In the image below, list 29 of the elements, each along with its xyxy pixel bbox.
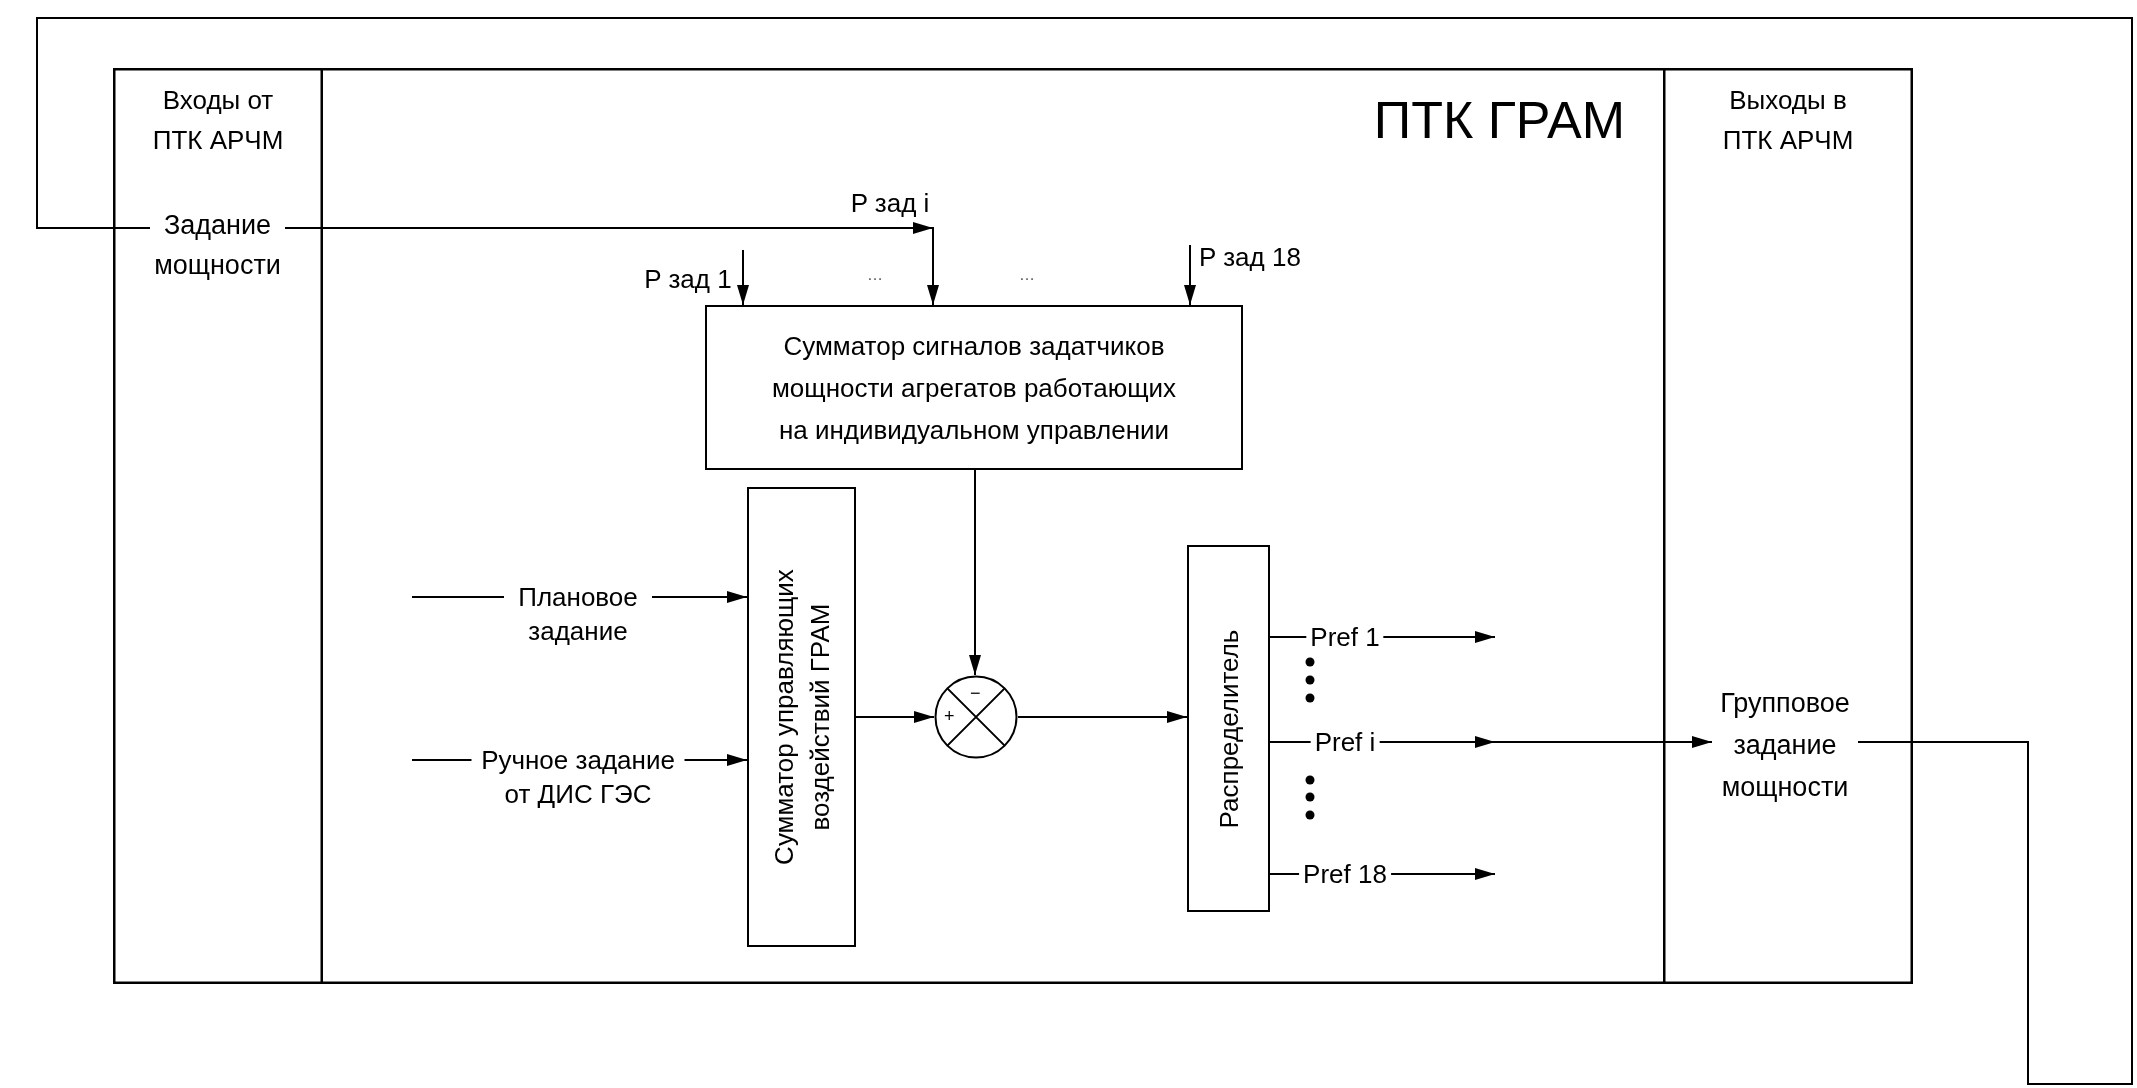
signal-label: Групповое задание мощности <box>1712 682 1858 808</box>
arrow <box>855 711 935 723</box>
process-box <box>747 487 856 947</box>
arrow <box>1184 244 1196 306</box>
column-heading: Входы от ПТК АРЧМ <box>151 84 285 157</box>
edge-label: P зад 1 <box>644 263 732 296</box>
column-panel <box>113 68 323 984</box>
signal-label: Задание мощности <box>150 205 285 289</box>
arrow <box>969 469 981 676</box>
ellipsis-text: … <box>1019 265 1035 285</box>
column-heading: Выходы в ПТК АРЧМ <box>1721 84 1855 157</box>
operator-sign: − <box>970 683 981 703</box>
system-title: ПТК ГРАМ <box>1373 90 1625 151</box>
block-label: Сумматор управляющих воздействий ГРАМ <box>767 568 836 867</box>
system-frame <box>323 68 1663 984</box>
process-box <box>1187 545 1270 912</box>
arrow <box>737 249 749 306</box>
edge-label: P зад i <box>850 187 930 220</box>
block-label: Сумматор сигналов задатчиков мощности агрегатов работающих на индивидуальном управлении <box>770 329 1178 447</box>
connector-line <box>36 17 2133 1085</box>
operator-sign: + <box>944 706 955 726</box>
summing-junction <box>934 675 1018 759</box>
ellipsis-text: … <box>867 265 883 285</box>
edge-label: P зад 18 <box>1199 241 1301 274</box>
column-panel <box>1663 68 1913 984</box>
block-label: Распределитель <box>1212 628 1245 830</box>
arrow <box>284 222 939 306</box>
process-box <box>705 305 1243 470</box>
arrow <box>1017 711 1188 723</box>
